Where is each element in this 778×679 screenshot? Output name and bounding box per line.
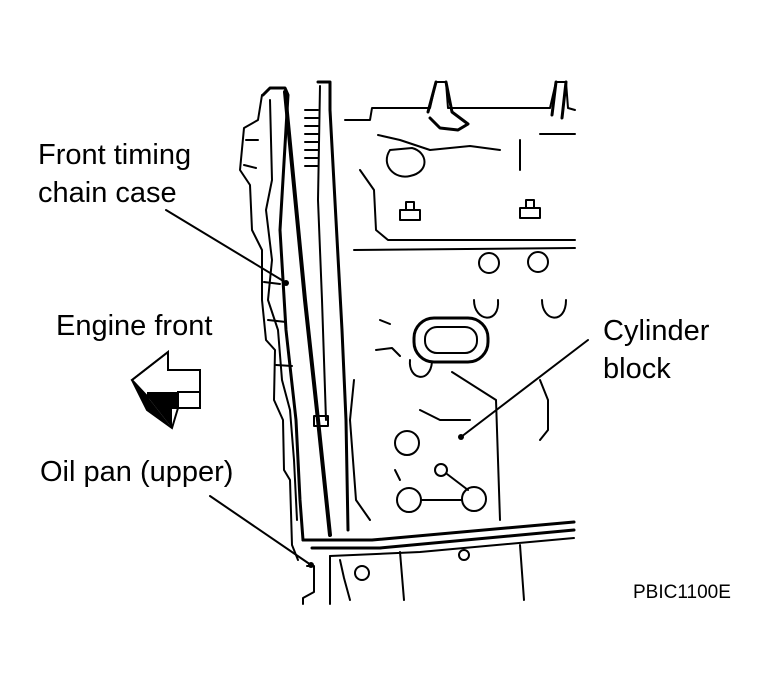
arrow-left-icon: [130, 349, 201, 430]
leader-dot-front-timing-chain-case: [283, 280, 289, 286]
leader-dot-oil-pan-upper: [308, 562, 314, 568]
leader-front-timing-chain-case: [165, 209, 286, 283]
cylinder-head: [344, 80, 576, 251]
label-engine-front: Engine front: [56, 310, 213, 342]
leader-cylinder-block: [460, 339, 589, 438]
leader-oil-pan-upper: [209, 495, 312, 566]
figure-code: PBIC1100E: [633, 582, 731, 603]
label-oil-pan-upper: Oil pan (upper): [40, 456, 234, 488]
label-cylinder-block-line1: Cylinder: [603, 315, 710, 347]
oil-pan-upper: [301, 520, 576, 605]
front-timing-chain-case: [239, 86, 305, 561]
label-front-timing-chain-case-line2: chain case: [38, 177, 177, 209]
cover-edge: [283, 90, 332, 537]
chain-guide: [304, 80, 350, 532]
cylinder-block: [349, 251, 567, 521]
label-cylinder-block-line2: block: [603, 353, 671, 385]
label-front-timing-chain-case-line1: Front timing: [38, 139, 192, 171]
